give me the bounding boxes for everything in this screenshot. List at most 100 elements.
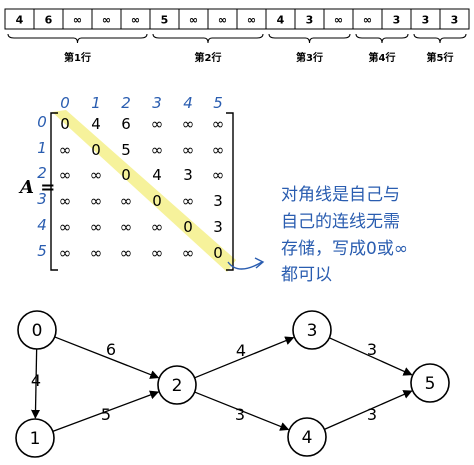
graph-node xyxy=(157,365,197,405)
group-label: 第3行 xyxy=(296,51,323,64)
matrix-cell: ∞ xyxy=(182,141,195,159)
row-index: 2 xyxy=(37,164,47,182)
matrix-cell: ∞ xyxy=(120,244,133,262)
matrix-cell: ∞ xyxy=(90,166,103,184)
edge-n4-n5 xyxy=(324,390,413,430)
matrix-cell: ∞ xyxy=(151,244,164,262)
column-index: 0 xyxy=(60,94,70,112)
group-label: 第5行 xyxy=(427,51,454,64)
array-cell-value: ∞ xyxy=(102,14,111,27)
column-index: 4 xyxy=(183,94,193,112)
array-cell-value: ∞ xyxy=(131,14,140,27)
array-cell-value: 5 xyxy=(161,14,169,27)
group-brace xyxy=(152,33,264,44)
matrix-cell: 0 xyxy=(183,218,193,236)
graph-node-label: 0 xyxy=(32,321,43,341)
group-label: 第2行 xyxy=(195,51,222,64)
matrix-cell: ∞ xyxy=(90,192,103,210)
column-index: 5 xyxy=(213,94,223,112)
column-index: 1 xyxy=(91,94,101,112)
matrix-cell: 0 xyxy=(60,115,70,133)
array-cell-value: 6 xyxy=(45,14,53,27)
graph-node-label: 3 xyxy=(307,321,318,341)
array-cell xyxy=(439,8,470,30)
matrix-cell: ∞ xyxy=(151,115,164,133)
matrix-cell: 5 xyxy=(121,141,131,159)
array-cell-value: 3 xyxy=(306,14,314,27)
matrix-cell: 3 xyxy=(213,192,223,210)
matrix-cell: 4 xyxy=(152,166,162,184)
graph-node xyxy=(292,310,332,350)
row-index: 1 xyxy=(37,139,47,157)
column-index: 3 xyxy=(152,94,162,112)
graph-node-label: 4 xyxy=(302,428,313,448)
edge-weight: 3 xyxy=(235,405,245,424)
edge-n2-n3 xyxy=(194,336,295,379)
matrix-cell: ∞ xyxy=(151,218,164,236)
row-index: 3 xyxy=(37,190,47,208)
note-line: 对角线是自己与 xyxy=(281,185,400,205)
graph-node-label: 1 xyxy=(30,429,41,449)
graph-node xyxy=(15,418,55,458)
graph-node xyxy=(410,363,450,403)
matrix-cell: 0 xyxy=(91,141,101,159)
group-label: 第4行 xyxy=(369,51,396,64)
matrix-cell: 0 xyxy=(121,166,131,184)
edge-weight: 4 xyxy=(236,341,246,360)
graph-node-label: 2 xyxy=(172,376,183,396)
matrix-cell: ∞ xyxy=(182,115,195,133)
group-brace xyxy=(355,33,409,44)
array-cell-value: ∞ xyxy=(218,14,227,27)
diagonal-highlight xyxy=(52,110,236,272)
matrix-cell: ∞ xyxy=(90,244,103,262)
matrix-cell: ∞ xyxy=(59,218,72,236)
matrix-cell: 3 xyxy=(183,166,193,184)
matrix-cell: ∞ xyxy=(120,192,133,210)
matrix-cell: 0 xyxy=(213,244,223,262)
matrix-cell: 0 xyxy=(152,192,162,210)
matrix-cell: ∞ xyxy=(59,166,72,184)
matrix-left-bracket xyxy=(50,112,58,271)
array-cell-value: 4 xyxy=(277,14,285,27)
row-index: 5 xyxy=(37,242,47,260)
column-index: 2 xyxy=(121,94,131,112)
row-index: 0 xyxy=(37,113,47,131)
matrix-cell: ∞ xyxy=(182,192,195,210)
edge-n2-n4 xyxy=(194,391,290,431)
matrix-label: A = xyxy=(18,177,55,198)
matrix-cell: ∞ xyxy=(59,244,72,262)
array-cell-value: ∞ xyxy=(247,14,256,27)
group-brace xyxy=(268,33,351,44)
matrix-cell: ∞ xyxy=(212,115,225,133)
array-cell-value: 3 xyxy=(451,14,459,27)
matrix-cell: 6 xyxy=(121,115,131,133)
note-line: 存储，写成0或∞ xyxy=(281,239,408,259)
matrix-cell: ∞ xyxy=(212,166,225,184)
edge-n1-n2 xyxy=(52,390,160,432)
note-line: 自己的连线无需 xyxy=(281,212,400,232)
group-brace xyxy=(7,33,148,44)
array-cell-value: 3 xyxy=(422,14,430,27)
matrix-right-bracket xyxy=(226,112,234,271)
edge-n0-n2 xyxy=(54,336,160,379)
edge-n3-n5 xyxy=(329,337,413,376)
array-cell-value: 4 xyxy=(16,14,24,27)
edge-n0-n1 xyxy=(30,348,41,419)
matrix-cell: ∞ xyxy=(59,141,72,159)
edge-weight: 3 xyxy=(367,340,377,359)
array-cell-value: ∞ xyxy=(363,14,372,27)
array-cell-value: 3 xyxy=(393,14,401,27)
note-pointer-arrow xyxy=(227,261,263,270)
matrix-cell: 3 xyxy=(213,218,223,236)
group-label: 第1行 xyxy=(64,51,91,64)
matrix-cell: ∞ xyxy=(182,244,195,262)
group-brace xyxy=(413,33,467,44)
matrix-cell: ∞ xyxy=(212,141,225,159)
edge-weight: 3 xyxy=(367,405,377,424)
matrix-cell: ∞ xyxy=(151,141,164,159)
row-index: 4 xyxy=(37,216,47,234)
